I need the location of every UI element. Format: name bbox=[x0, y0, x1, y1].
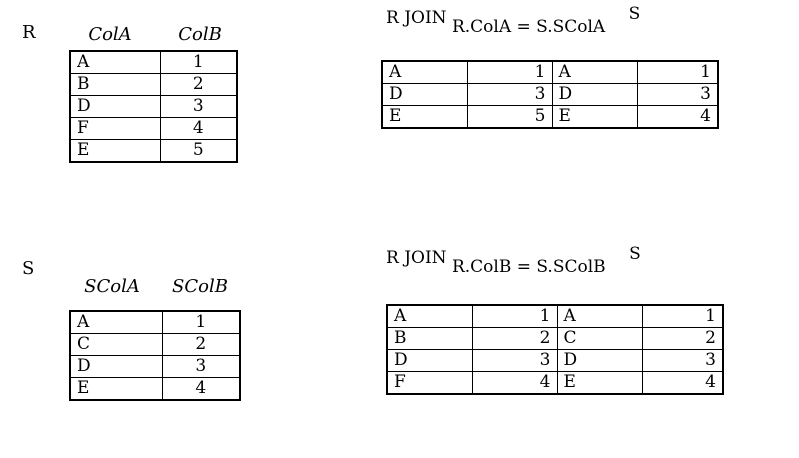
join2-title: R JOIN R.ColB = S.SColB S bbox=[386, 244, 641, 277]
table-cell: 2 bbox=[471, 327, 558, 350]
table-cell: C bbox=[69, 333, 163, 356]
join2-right: S bbox=[629, 244, 641, 264]
table-cell: D bbox=[386, 349, 473, 372]
table-cell: A bbox=[69, 50, 161, 74]
join2-left: R JOIN bbox=[386, 248, 447, 268]
table-cell: 2 bbox=[159, 73, 238, 96]
relation-r-name: R bbox=[22, 22, 36, 43]
table-cell: 3 bbox=[636, 83, 719, 106]
relation-s-header-scola: SColA bbox=[84, 276, 140, 297]
join1-left: R JOIN bbox=[386, 8, 447, 28]
relation-r-header-cola: ColA bbox=[88, 24, 132, 45]
table-cell: 5 bbox=[159, 139, 238, 163]
table-cell: 5 bbox=[466, 105, 553, 129]
table-cell: 3 bbox=[471, 349, 558, 372]
table-cell: 4 bbox=[641, 371, 724, 395]
table-cell: A bbox=[386, 304, 473, 328]
table-cell: 3 bbox=[159, 95, 238, 118]
table-cell: 1 bbox=[161, 310, 241, 334]
table-cell: D bbox=[69, 355, 163, 378]
table-cell: F bbox=[386, 371, 473, 395]
table-cell: E bbox=[69, 377, 163, 401]
table-cell: 2 bbox=[161, 333, 241, 356]
table-cell: B bbox=[69, 73, 161, 96]
relation-r-header-colb: ColB bbox=[178, 24, 222, 45]
table-cell: 1 bbox=[159, 50, 238, 74]
table-cell: 3 bbox=[641, 349, 724, 372]
table-cell: 1 bbox=[636, 60, 719, 84]
table-cell: 3 bbox=[466, 83, 553, 106]
table-cell: 1 bbox=[466, 60, 553, 84]
table-cell: D bbox=[556, 349, 643, 372]
table-cell: 2 bbox=[641, 327, 724, 350]
join1-right: S bbox=[628, 4, 641, 24]
table-cell: C bbox=[556, 327, 643, 350]
table-cell: 4 bbox=[159, 117, 238, 140]
table-cell: 1 bbox=[471, 304, 558, 328]
table-cell: A bbox=[551, 60, 638, 84]
table-cell: E bbox=[551, 105, 638, 129]
join2-condition: R.ColB = S.SColB bbox=[451, 257, 606, 277]
table-cell: D bbox=[381, 83, 468, 106]
table-cell: D bbox=[69, 95, 161, 118]
table-cell: 4 bbox=[161, 377, 241, 401]
table-cell: E bbox=[556, 371, 643, 395]
join1-condition: R.ColA = S.SColA bbox=[451, 17, 606, 37]
join1-title: R JOIN R.ColA = S.SColA S bbox=[386, 4, 640, 37]
table-cell: F bbox=[69, 117, 161, 140]
table-cell: A bbox=[556, 304, 643, 328]
table-cell: 4 bbox=[471, 371, 558, 395]
table-cell: 3 bbox=[161, 355, 241, 378]
table-cell: 1 bbox=[641, 304, 724, 328]
table-cell: B bbox=[386, 327, 473, 350]
table-cell: E bbox=[381, 105, 468, 129]
table-cell: E bbox=[69, 139, 161, 163]
relation-s-name: S bbox=[22, 258, 35, 279]
relation-s-header-scolb: SColB bbox=[172, 276, 228, 297]
table-cell: A bbox=[69, 310, 163, 334]
table-cell: D bbox=[551, 83, 638, 106]
table-cell: 4 bbox=[636, 105, 719, 129]
table-cell: A bbox=[381, 60, 468, 84]
